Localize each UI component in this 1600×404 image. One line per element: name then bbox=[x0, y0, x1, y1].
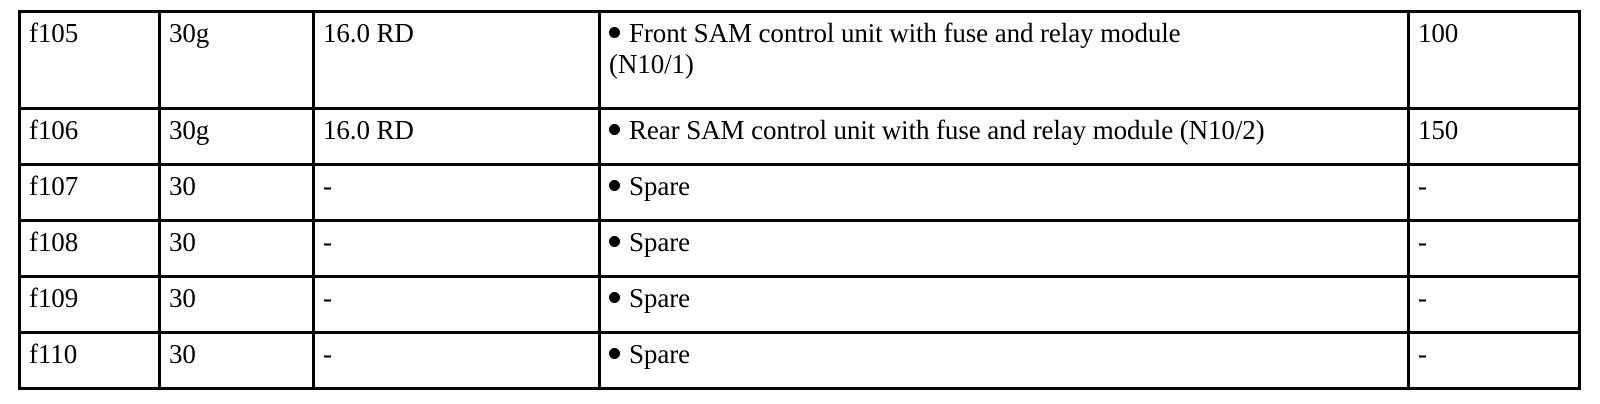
description-continuation: (N10/1) bbox=[609, 49, 694, 79]
bullet-icon bbox=[609, 180, 620, 192]
description-bullet-line: Rear SAM control unit with fuse and rela… bbox=[609, 115, 1407, 146]
table-row: f106 30g 16.0 RD Rear SAM control unit w… bbox=[18, 107, 1581, 166]
cell-fuse-id: f107 bbox=[18, 163, 161, 222]
cell-wire-spec: - bbox=[312, 219, 601, 278]
cell-description: Rear SAM control unit with fuse and rela… bbox=[598, 107, 1410, 166]
description-bullet-line: Spare bbox=[609, 227, 1407, 258]
description-text: Spare bbox=[629, 227, 690, 257]
cell-fuse-id: f110 bbox=[18, 331, 161, 390]
cell-fuse-id: f109 bbox=[18, 275, 161, 334]
cell-description: Spare bbox=[598, 219, 1410, 278]
fuse-allocation-table: f105 30g 16.0 RD Front SAM control unit … bbox=[18, 10, 1581, 390]
cell-wire-spec: 16.0 RD bbox=[312, 10, 601, 110]
bullet-icon bbox=[609, 292, 620, 304]
cell-fuse-type: 30 bbox=[158, 219, 315, 278]
cell-amperage: - bbox=[1407, 331, 1581, 390]
description-text: Spare bbox=[629, 339, 690, 369]
bullet-icon bbox=[609, 236, 620, 248]
cell-wire-spec: - bbox=[312, 275, 601, 334]
description-bullet-line: Spare bbox=[609, 283, 1407, 314]
cell-fuse-type: 30g bbox=[158, 10, 315, 110]
table-body: f105 30g 16.0 RD Front SAM control unit … bbox=[18, 10, 1581, 390]
cell-fuse-id: f106 bbox=[18, 107, 161, 166]
table-row: f110 30 - Spare - bbox=[18, 331, 1581, 390]
description-text: Rear SAM control unit with fuse and rela… bbox=[629, 115, 1265, 145]
cell-description: Spare bbox=[598, 163, 1410, 222]
cell-description: Front SAM control unit with fuse and rel… bbox=[598, 10, 1410, 110]
cell-amperage: - bbox=[1407, 275, 1581, 334]
bullet-icon bbox=[609, 27, 620, 39]
cell-amperage: 100 bbox=[1407, 10, 1581, 110]
description-bullet-line: Spare bbox=[609, 339, 1407, 370]
cell-fuse-type: 30 bbox=[158, 163, 315, 222]
table-row: f109 30 - Spare - bbox=[18, 275, 1581, 334]
cell-wire-spec: 16.0 RD bbox=[312, 107, 601, 166]
description-text: Front SAM control unit with fuse and rel… bbox=[629, 18, 1181, 48]
cell-fuse-id: f108 bbox=[18, 219, 161, 278]
cell-fuse-id: f105 bbox=[18, 10, 161, 110]
description-text: Spare bbox=[629, 171, 690, 201]
table-row: f107 30 - Spare - bbox=[18, 163, 1581, 222]
cell-description: Spare bbox=[598, 331, 1410, 390]
cell-amperage: 150 bbox=[1407, 107, 1581, 166]
description-bullet-line: Front SAM control unit with fuse and rel… bbox=[609, 18, 1407, 49]
cell-amperage: - bbox=[1407, 219, 1581, 278]
cell-description: Spare bbox=[598, 275, 1410, 334]
description-bullet-line: Spare bbox=[609, 171, 1407, 202]
table-row: f108 30 - Spare - bbox=[18, 219, 1581, 278]
description-text: Spare bbox=[629, 283, 690, 313]
bullet-icon bbox=[609, 124, 620, 136]
bullet-icon bbox=[609, 348, 620, 360]
cell-fuse-type: 30g bbox=[158, 107, 315, 166]
cell-amperage: - bbox=[1407, 163, 1581, 222]
cell-fuse-type: 30 bbox=[158, 331, 315, 390]
table-row: f105 30g 16.0 RD Front SAM control unit … bbox=[18, 10, 1581, 110]
cell-wire-spec: - bbox=[312, 331, 601, 390]
cell-fuse-type: 30 bbox=[158, 275, 315, 334]
cell-wire-spec: - bbox=[312, 163, 601, 222]
